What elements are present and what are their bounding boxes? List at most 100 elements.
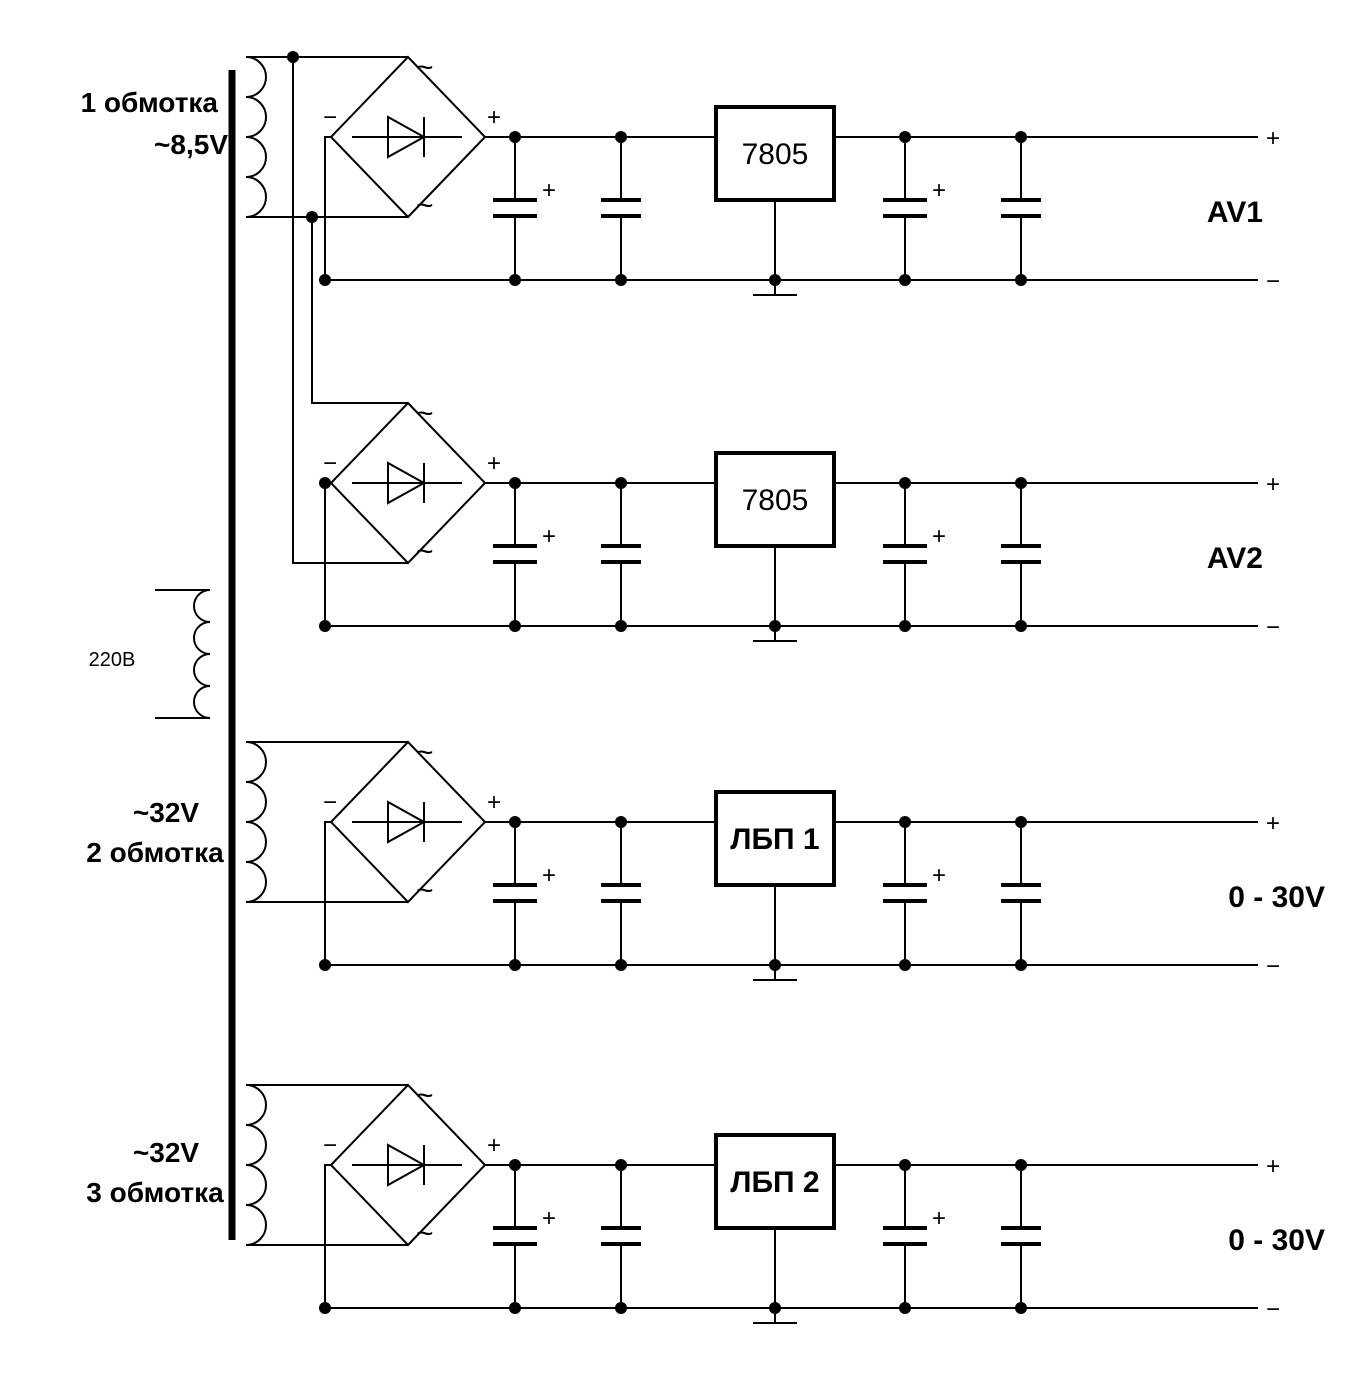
channel-output-label: 0 - 30V	[1228, 1224, 1325, 1257]
secondary-winding-3: ~32V 3 обмотка	[86, 1084, 408, 1246]
output-capacitor-electrolytic: +	[883, 1165, 946, 1308]
bridge-diamond	[329, 1083, 487, 1247]
ac-symbol: ~	[416, 1217, 434, 1250]
regulator-1: 7805	[714, 105, 836, 296]
ac-symbol: ~	[416, 535, 434, 568]
winding3-label: 3 обмотка	[86, 1177, 224, 1208]
junction-dot	[287, 51, 299, 63]
regulator-4: ЛБП 2	[714, 1133, 836, 1324]
filter-capacitor-electrolytic: +	[493, 137, 556, 280]
ac-symbol: ~	[416, 51, 434, 84]
cap-plus-label: +	[932, 1205, 946, 1232]
minus-symbol: −	[323, 450, 337, 477]
channel-2: ~ ~ − + + 7805	[319, 397, 1280, 642]
regulator-box	[714, 105, 836, 202]
channel-4: ~ ~ − + + ЛБП 2	[319, 1079, 1325, 1324]
cap-plus-label: +	[932, 523, 946, 550]
channel-output-label: AV2	[1207, 542, 1263, 575]
regulator-box	[714, 1133, 836, 1230]
minus-symbol: −	[323, 789, 337, 816]
output-minus-label: −	[1266, 268, 1280, 295]
cap-plus-label: +	[932, 177, 946, 204]
primary-coil	[193, 589, 211, 719]
bridge-diamond	[329, 740, 487, 904]
output-minus-label: −	[1266, 614, 1280, 641]
bridge-minus-drop	[324, 1164, 331, 1308]
diode-symbol	[387, 1143, 427, 1187]
output-capacitor	[1001, 822, 1041, 965]
bridge-diamond	[329, 401, 487, 565]
output-capacitor-electrolytic: +	[883, 822, 946, 965]
bridge-diamond	[329, 55, 487, 219]
filter-capacitor	[601, 483, 641, 626]
transformer: 220В 1 обмотка ~8,5V ~32V 2 обмотка	[81, 51, 408, 1246]
junction-dots	[319, 131, 1027, 286]
primary-winding: 220В	[89, 589, 211, 719]
diode-symbol	[387, 115, 427, 159]
winding1-feed-bridge2-a	[292, 57, 408, 564]
bridge-rectifier-4: ~ ~ − +	[323, 1079, 501, 1250]
output-plus-label: +	[1266, 810, 1280, 837]
channel-output-label: 0 - 30V	[1228, 881, 1325, 914]
channel-3: ~ ~ − + + ЛБП 1	[319, 736, 1325, 981]
regulator-3: ЛБП 1	[714, 790, 836, 981]
primary-voltage-label: 220В	[89, 649, 136, 671]
output-plus-label: +	[1266, 471, 1280, 498]
junction-dots	[319, 1159, 1027, 1314]
bridge-rectifier-1: ~ ~ − +	[323, 51, 501, 222]
winding2-label: 2 обмотка	[86, 837, 224, 868]
minus-symbol: −	[323, 1132, 337, 1159]
filter-capacitor-electrolytic: +	[493, 483, 556, 626]
plus-symbol: +	[487, 1132, 501, 1159]
plus-symbol: +	[487, 104, 501, 131]
ac-symbol: ~	[416, 1079, 434, 1112]
output-plus-label: +	[1266, 125, 1280, 152]
ac-symbol: ~	[416, 397, 434, 430]
junction-dots	[319, 816, 1027, 971]
ac-symbol: ~	[416, 189, 434, 222]
regulator-label: ЛБП 1	[730, 823, 819, 856]
minus-symbol: −	[323, 104, 337, 131]
channel-output-label: AV1	[1207, 196, 1263, 229]
winding2-voltage-label: ~32V	[133, 797, 199, 828]
regulator-label: 7805	[742, 138, 809, 171]
cap-plus-label: +	[932, 862, 946, 889]
winding1-voltage-label: ~8,5V	[154, 129, 228, 160]
junction-dots	[319, 477, 1027, 632]
winding3-voltage-label: ~32V	[133, 1137, 199, 1168]
winding2-coil	[245, 741, 267, 903]
filter-capacitor	[601, 822, 641, 965]
ac-symbol: ~	[416, 874, 434, 907]
winding3-coil	[245, 1084, 267, 1246]
diode-symbol	[387, 461, 427, 505]
channel-1: ~ ~ − + + 7805	[319, 51, 1280, 296]
filter-capacitor-electrolytic: +	[493, 822, 556, 965]
output-plus-label: +	[1266, 1153, 1280, 1180]
winding1-label: 1 обмотка	[81, 87, 219, 118]
cap-plus-label: +	[542, 1205, 556, 1232]
bridge-minus-drop	[324, 136, 331, 280]
bridge-rectifier-3: ~ ~ − +	[323, 736, 501, 907]
bridge-rectifier-2: ~ ~ − +	[323, 397, 501, 568]
filter-capacitor	[601, 137, 641, 280]
ac-symbol: ~	[416, 736, 434, 769]
cap-plus-label: +	[542, 177, 556, 204]
output-capacitor-electrolytic: +	[883, 137, 946, 280]
regulator-label: 7805	[742, 484, 809, 517]
filter-capacitor-electrolytic: +	[493, 1165, 556, 1308]
regulator-2: 7805	[714, 451, 836, 642]
output-minus-label: −	[1266, 953, 1280, 980]
plus-symbol: +	[487, 789, 501, 816]
regulator-label: ЛБП 2	[730, 1166, 819, 1199]
bridge-minus-drop	[324, 482, 331, 626]
bridge-minus-drop	[324, 821, 331, 965]
regulator-box	[714, 790, 836, 887]
plus-symbol: +	[487, 450, 501, 477]
winding1-feed-bridge2-b	[311, 217, 408, 404]
output-minus-label: −	[1266, 1296, 1280, 1323]
secondary-winding-1: 1 обмотка ~8,5V	[81, 51, 408, 564]
output-capacitor	[1001, 137, 1041, 280]
output-capacitor	[1001, 1165, 1041, 1308]
